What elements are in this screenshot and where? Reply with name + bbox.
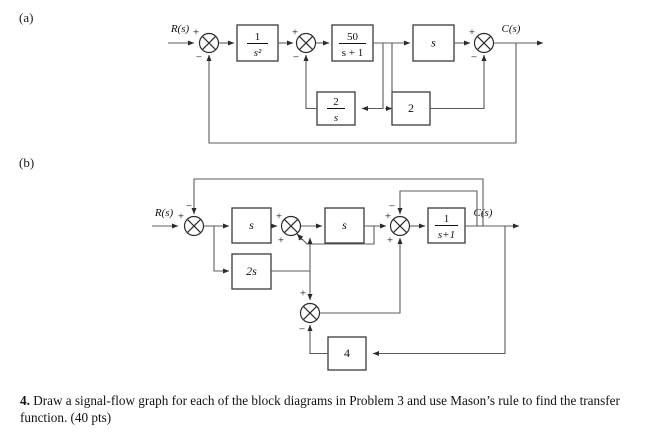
wire-b-gain4-to-lowersum <box>307 324 328 355</box>
sum-b3-sign-minus: − <box>389 201 395 213</box>
blk-b5-label: 4 <box>344 346 350 360</box>
input-label-b: R(s) <box>154 207 174 219</box>
wire-b-branch-to-2s <box>213 226 230 274</box>
sum-b3-sign-plus: + <box>385 211 391 223</box>
feedback-gain-2-block: 2 <box>391 91 431 126</box>
summing-junction-inner <box>295 32 317 54</box>
feedback-gain-4-block: 4 <box>327 336 367 371</box>
wire-b-outer-feedback-top <box>191 178 484 226</box>
sum-a3-sign-plus: + <box>469 27 475 39</box>
sum-b2-sign-plus-bottom: + <box>278 235 284 247</box>
blk-b4-numerator: 1 <box>444 213 450 225</box>
sum-a2-sign-plus: + <box>292 27 298 39</box>
problem-statement: 4. Draw a signal-flow graph for each of … <box>20 392 648 426</box>
sum-b4-sign-plus: + <box>300 288 306 300</box>
wire-b-diagonal-feedback <box>296 226 375 245</box>
blk-a4-numerator: 2 <box>333 96 339 108</box>
part-b-label: (b) <box>19 155 35 170</box>
block-diagram-b: R(s) + − s 2s + + <box>152 178 520 371</box>
summing-junction-input <box>183 215 205 237</box>
summing-junction-mid <box>280 215 302 237</box>
wire-a-gain2-to-sum3 <box>430 54 487 110</box>
blk-b2-label: 2s <box>246 264 257 278</box>
output-label-a: C(s) <box>502 23 521 35</box>
wire-a-outer-feedback <box>206 43 517 144</box>
wire-a-2overs-to-sum2 <box>303 54 317 110</box>
gain-50-over-s-plus-1-block: 50 s + 1 <box>331 24 374 62</box>
summing-junction-lower <box>299 302 321 324</box>
sum-a2-sign-minus: − <box>293 52 299 64</box>
sum-b3-sign-plus-bottom: + <box>387 235 393 247</box>
wire-a-tap-to-2overs <box>361 43 384 112</box>
wire-a-tap-to-gain2-corner <box>385 43 393 110</box>
sum-a1-sign-minus: − <box>196 52 202 64</box>
parallel-2s-block: 2s <box>231 253 272 290</box>
forward-s-block-1: s <box>231 207 272 244</box>
sum-b2-sign-minus: − <box>298 235 304 247</box>
feedback-2-over-s-block: 2 s <box>316 91 356 126</box>
part-a-label: (a) <box>19 10 34 25</box>
problem-number: 4. <box>20 393 30 408</box>
blk-a4-denominator: s <box>334 112 338 124</box>
summing-junction-outer <box>198 32 220 54</box>
sum-b4-sign-minus: − <box>299 324 305 336</box>
wire-b-lowersum-to-sum3 <box>320 237 403 314</box>
blk-b1-label: s <box>249 218 254 232</box>
summing-junction-pre-lag <box>389 215 411 237</box>
sum-b1-sign-minus: − <box>186 201 192 213</box>
summing-junction-output <box>473 32 495 54</box>
wire-b-output-to-gain4 <box>372 226 506 357</box>
wire-b-feedback-to-sum3 <box>397 190 478 226</box>
input-label-a: R(s) <box>170 23 190 35</box>
lag-1-over-s-plus-1-block: 1 s+1 <box>427 207 466 244</box>
derivative-s-block: s <box>412 24 455 62</box>
sum-b2-sign-plus: + <box>276 211 282 223</box>
blk-b3-label: s <box>342 218 347 232</box>
blk-a1-denominator: s² <box>254 47 262 59</box>
blk-a3-label: s <box>431 35 436 49</box>
blk-b4-denominator: s+1 <box>438 229 455 241</box>
blk-a2-numerator: 50 <box>347 31 359 43</box>
sum-a3-sign-minus: − <box>471 52 477 64</box>
sum-b1-sign-plus: + <box>178 211 184 223</box>
problem-body: Draw a signal-flow graph for each of the… <box>20 393 620 425</box>
block-diagram-a: R(s) + − 1 s² + − <box>168 23 544 144</box>
blk-a2-denominator: s + 1 <box>342 47 363 59</box>
blk-a5-label: 2 <box>408 101 414 115</box>
integrator-squared-block: 1 s² <box>236 24 279 62</box>
blk-a1-numerator: 1 <box>255 31 261 43</box>
sum-a1-sign-plus: + <box>193 27 199 39</box>
forward-s-block-2: s <box>324 207 365 244</box>
